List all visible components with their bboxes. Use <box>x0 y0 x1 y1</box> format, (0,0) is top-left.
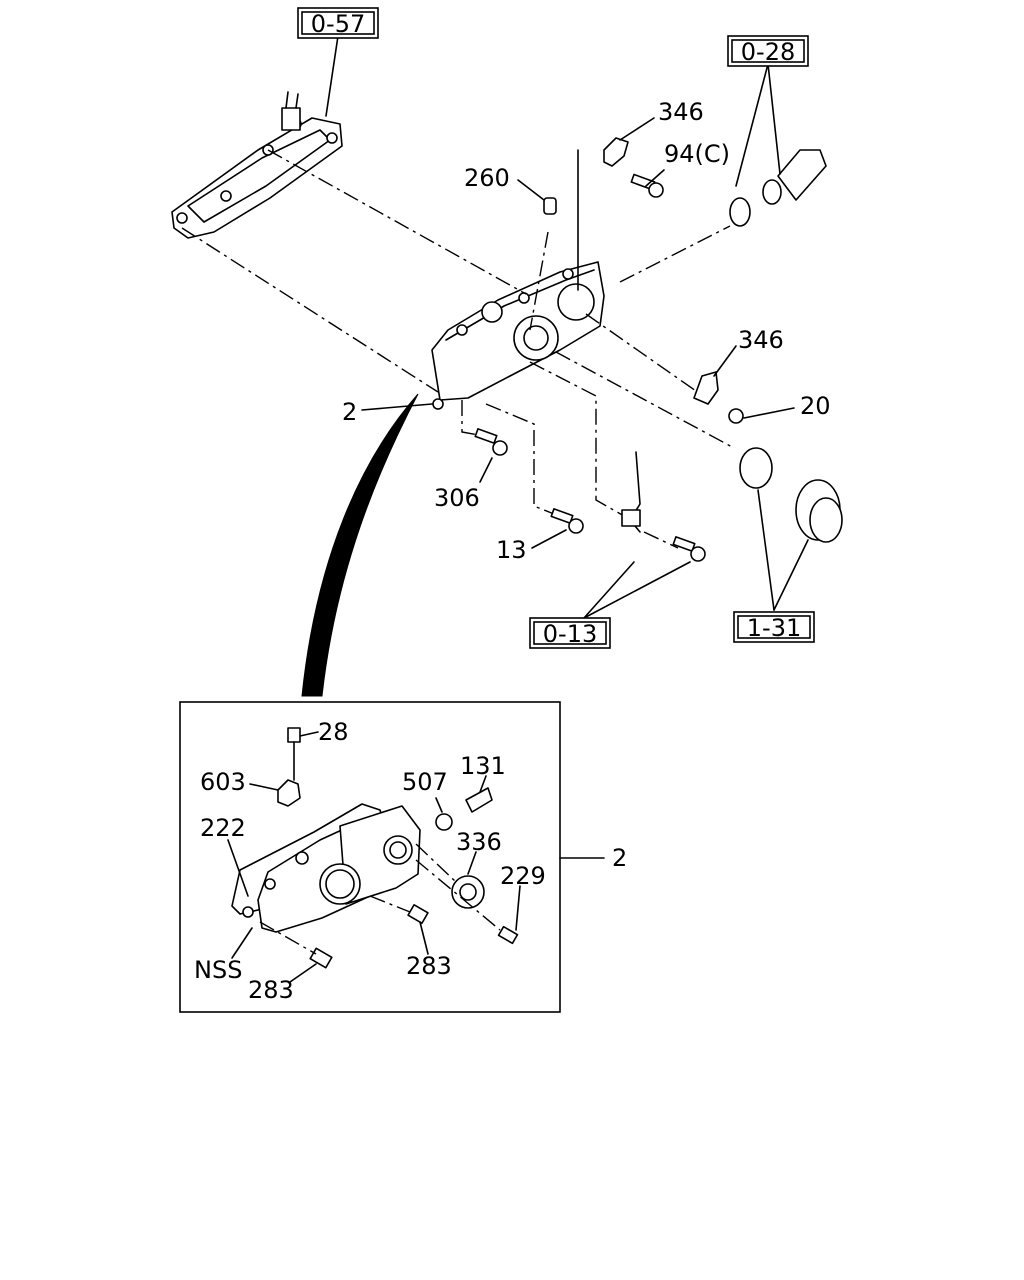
detail-label-28: 28 <box>318 718 349 746</box>
assembly-lines <box>181 149 735 549</box>
leader-lines <box>325 35 809 619</box>
detail-label-336: 336 <box>456 828 502 856</box>
manifold-gasket-drawing <box>171 91 343 239</box>
detail-label-222: 222 <box>200 814 246 842</box>
small-parts <box>474 137 843 562</box>
detail-label-283-left: 283 <box>248 976 294 1004</box>
part-label-260: 260 <box>464 164 510 192</box>
reference-boxes: 0-57 0-28 0-13 1-31 <box>297 7 815 649</box>
detail-label-283-right: 283 <box>406 952 452 980</box>
part-label-20: 20 <box>800 392 831 420</box>
detail-label-nss: NSS <box>194 956 242 984</box>
part-label-346-right: 346 <box>738 326 784 354</box>
ref-label-0-57: 0-57 <box>311 10 365 38</box>
part-label-13: 13 <box>496 536 527 564</box>
detail-label-131: 131 <box>460 752 506 780</box>
ref-label-0-28: 0-28 <box>741 38 795 66</box>
detail-label-2: 2 <box>612 844 627 872</box>
part-label-94c: 94(C) <box>664 140 730 168</box>
part-label-2: 2 <box>342 398 357 426</box>
detail-label-507: 507 <box>402 768 448 796</box>
ref-label-1-31: 1-31 <box>747 614 801 642</box>
ref-label-0-13: 0-13 <box>543 620 597 648</box>
detail-inset: 28 603 507 131 222 336 229 NSS 283 283 2 <box>179 701 627 1013</box>
detail-label-229: 229 <box>500 862 546 890</box>
part-label-346-top: 346 <box>658 98 704 126</box>
throttle-body-drawing <box>431 261 605 410</box>
part-number-labels: 346 94(C) 260 346 20 2 306 13 <box>342 98 831 564</box>
part-label-306: 306 <box>434 484 480 512</box>
detail-pointer <box>301 393 419 697</box>
detail-label-603: 603 <box>200 768 246 796</box>
